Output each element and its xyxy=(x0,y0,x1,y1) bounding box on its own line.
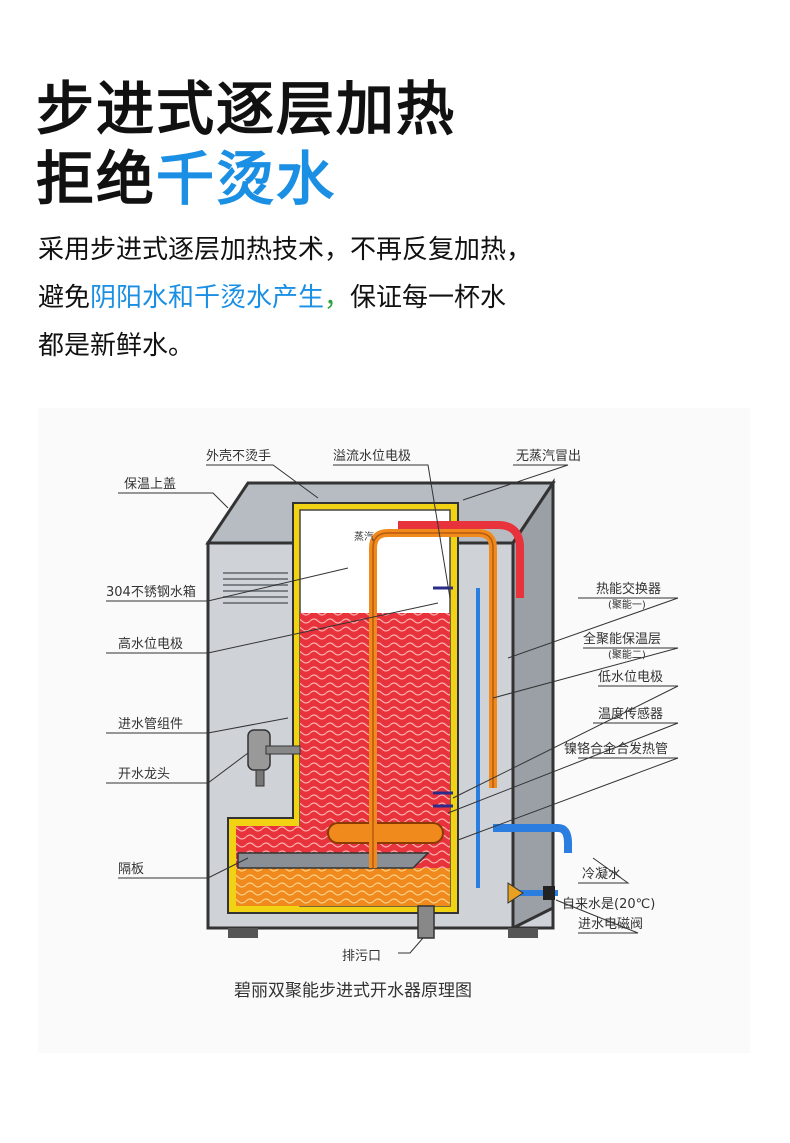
foot-right xyxy=(508,928,538,938)
description-comma: ， xyxy=(324,283,351,313)
label-heater: 镍铬合金合发热管 xyxy=(564,741,668,757)
label-tap: 开水龙头 xyxy=(118,767,170,782)
diagram: 外壳不烫手 溢流水位电极 无蒸汽冒出 保温上盖 蒸汽 304不锈钢水箱 高水位电… xyxy=(38,408,750,1053)
label-heat-exchanger-sub: (聚能一) xyxy=(608,598,646,611)
label-steam: 蒸汽 xyxy=(354,530,374,543)
description-line1: 采用步进式逐层加热技术，不再反复加热， xyxy=(38,235,533,265)
pipes xyxy=(369,521,572,904)
headline-line1: 步进式逐层加热 xyxy=(36,75,457,143)
foot-left xyxy=(228,928,258,938)
label-tank: 304不锈钢水箱 xyxy=(106,584,196,600)
label-drain: 排污口 xyxy=(342,949,381,964)
label-condensate: 冷凝水 xyxy=(582,866,621,882)
leader-lines xyxy=(106,464,679,954)
label-insulation-layer-sub: (聚能二) xyxy=(608,648,646,661)
baffle xyxy=(237,852,430,869)
valve-coil xyxy=(543,886,555,900)
description-line2-prefix: 避免 xyxy=(38,283,91,313)
valve-body xyxy=(507,882,524,904)
label-overflow-electrode: 溢流水位电极 xyxy=(333,449,411,464)
label-temp-sensor: 温度传感器 xyxy=(598,706,663,722)
label-outer-shell: 外壳不烫手 xyxy=(206,449,271,464)
headline: 步进式逐层加热 拒绝千烫水 xyxy=(36,74,456,214)
diagram-labels: 外壳不烫手 溢流水位电极 无蒸汽冒出 保温上盖 蒸汽 304不锈钢水箱 高水位电… xyxy=(106,449,668,1001)
label-insulation-layer: 全聚能保温层 xyxy=(583,631,661,647)
label-heat-exchanger: 热能交换器 xyxy=(596,581,661,597)
electrodes xyxy=(433,586,453,808)
boiler-diagram: 外壳不烫手 溢流水位电极 无蒸汽冒出 保温上盖 蒸汽 304不锈钢水箱 高水位电… xyxy=(106,449,679,1001)
headline-line2-highlight: 千烫水 xyxy=(156,145,337,213)
label-low-level: 低水位电极 xyxy=(598,670,663,685)
bottom-water xyxy=(236,868,450,906)
description: 采用步进式逐层加热技术，不再反复加热， 避免阴阳水和千烫水产生，保证每一杯水 都… xyxy=(38,226,758,370)
label-baffle: 隔板 xyxy=(118,862,144,877)
label-insulated-lid: 保温上盖 xyxy=(124,477,176,492)
label-no-steam: 无蒸汽冒出 xyxy=(516,449,581,464)
tap xyxy=(247,729,301,787)
headline-line2-prefix: 拒绝 xyxy=(36,145,157,213)
drain-outlet xyxy=(417,905,435,939)
label-inlet-water: 自来水是(20℃) xyxy=(562,897,655,912)
description-line3: 都是新鲜水。 xyxy=(38,331,195,361)
label-high-level: 高水位电极 xyxy=(118,636,183,652)
label-inlet-pipe: 进水管组件 xyxy=(118,717,183,732)
label-valve: 进水电磁阀 xyxy=(578,917,643,932)
diagram-caption: 碧丽双聚能步进式开水器原理图 xyxy=(234,981,472,1001)
description-highlight: 阴阳水和千烫水产生 xyxy=(90,283,325,313)
description-line2-suffix: 保证每一杯水 xyxy=(350,283,507,313)
heater-tube xyxy=(327,822,444,844)
